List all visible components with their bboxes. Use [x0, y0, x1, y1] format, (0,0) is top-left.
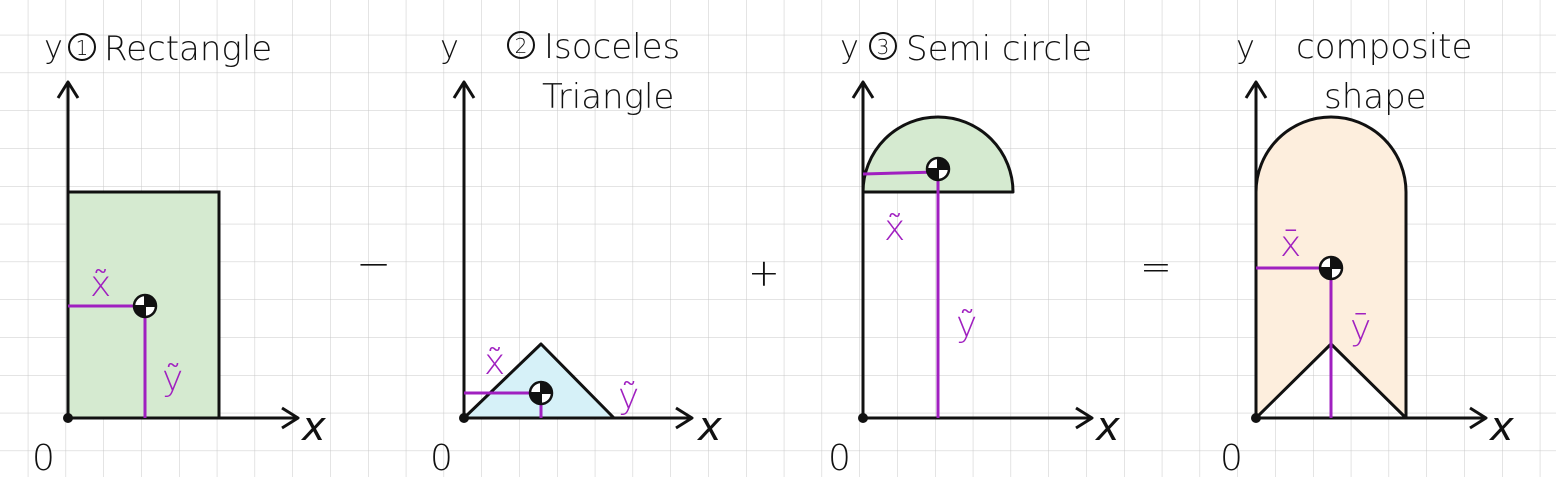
centroid-icon [528, 380, 554, 406]
origin-dot [1251, 413, 1261, 423]
origin-dot [858, 413, 868, 423]
step-number-circle [869, 32, 897, 60]
origin-label: 0 [32, 438, 55, 477]
panel-title: Rectangle [104, 29, 272, 69]
panel-semicircle: y 3 Semi circle 0 x x̃ ỹ [828, 28, 1120, 479]
origin-label: 0 [1220, 438, 1243, 477]
panel-rectangle: y 1 Rectangle 0 x x̃ ỹ [32, 28, 326, 479]
centroid-x-line [862, 170, 939, 176]
centroid-x-label: x̃ [484, 342, 505, 383]
minus-operator: − [356, 239, 391, 288]
y-axis-arrow-icon [56, 80, 80, 99]
panel-title: Semi circle [906, 29, 1092, 69]
panel-title-line1: Isoceles [544, 27, 680, 67]
plus-operator: + [748, 251, 780, 295]
x-axis-label: x [696, 404, 722, 450]
step-number: 3 [877, 35, 890, 59]
centroid-x-label: x̃ [90, 264, 111, 305]
centroid-x-label: x̃ [884, 208, 905, 249]
step-number: 2 [515, 34, 528, 58]
y-axis-label: y [1236, 28, 1255, 66]
y-axis-label: y [440, 28, 459, 66]
x-axis-label: x [300, 404, 326, 450]
step-number-circle [68, 33, 96, 61]
centroid-icon [132, 293, 158, 319]
centroid-x-label: x̄ [1280, 224, 1301, 265]
panel-title-line2: shape [1324, 77, 1427, 117]
panel-composite: y composite shape 0 x x̄ ȳ [1220, 27, 1514, 479]
x-axis-label: x [1094, 404, 1120, 450]
x-axis-arrow-icon [281, 406, 300, 430]
panel-title-line1: composite [1296, 27, 1472, 67]
centroid-y-label: ỹ [956, 304, 977, 345]
origin-dot [459, 413, 469, 423]
centroid-icon [1318, 255, 1344, 281]
x-axis-arrow-icon [1075, 406, 1094, 430]
y-axis-label: y [44, 28, 63, 66]
centroid-y-label: ȳ [1350, 308, 1371, 349]
y-axis-label: y [840, 28, 859, 66]
centroid-y-label: ỹ [162, 358, 183, 399]
y-axis-arrow-icon [1244, 80, 1268, 99]
origin-label: 0 [430, 438, 453, 477]
origin-label: 0 [828, 438, 851, 477]
y-axis-arrow-icon [452, 80, 476, 99]
step-number: 1 [76, 36, 89, 60]
centroid-y-label: ỹ [618, 376, 639, 417]
origin-dot [63, 413, 73, 423]
x-axis-arrow-icon [675, 406, 694, 430]
x-axis-arrow-icon [1469, 406, 1488, 430]
step-number-circle [507, 31, 535, 59]
x-axis-label: x [1488, 404, 1514, 450]
centroid-icon [925, 156, 951, 182]
equals-operator: = [1140, 245, 1172, 289]
panel-triangle: y 2 Isoceles Triangle 0 x x̃ ỹ [430, 27, 722, 479]
panel-title-line2: Triangle [542, 77, 674, 117]
y-axis-arrow-icon [851, 80, 875, 99]
